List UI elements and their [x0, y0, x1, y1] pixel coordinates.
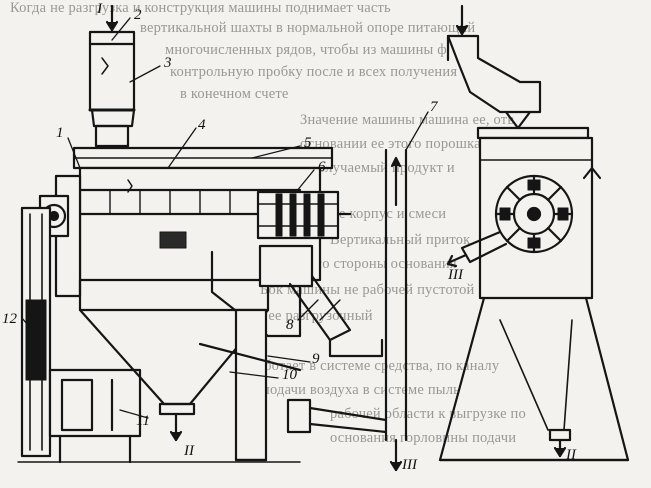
cyclone-outlet [286, 398, 388, 434]
right-feed-chute [446, 4, 542, 130]
label-8: 8 [286, 317, 294, 333]
vertical-pipe [384, 148, 408, 472]
bg-line: вертикальной шахты в нормальной опоре пи… [140, 20, 476, 36]
input-arrow [105, 4, 119, 32]
bg-line: многочисленных рядов, чтобы из машины ф [165, 42, 447, 58]
drive-belt [20, 206, 52, 458]
leader-lines [21, 17, 429, 419]
label-11: 11 [136, 413, 150, 429]
label-4: 4 [198, 117, 206, 133]
label-12: 12 [2, 311, 17, 327]
label-10: 10 [282, 367, 297, 383]
bg-line: Бок машины не рабочей пустотой [260, 282, 475, 298]
bg-line: контрольную пробку после и всех получени… [170, 64, 458, 80]
bg-line: работает в системе средства, по каналу [250, 358, 500, 374]
right-outlet-chute [446, 230, 508, 268]
output-label-II-left: II [184, 443, 194, 459]
bg-line: основания горловины подачи [330, 430, 517, 446]
label-9: 9 [312, 351, 320, 367]
electric-motor [48, 368, 142, 464]
bg-line: получаемый продукт и [310, 160, 455, 176]
output-label-III-center: III [402, 457, 417, 473]
separator-column [198, 308, 302, 462]
bg-line: в конечном счете [180, 86, 289, 102]
air-duct [288, 274, 384, 358]
label-6: 6 [318, 159, 326, 175]
separator-cone [210, 244, 314, 338]
bg-line: Значение машины машина ее, отв [300, 112, 515, 128]
feed-hopper [88, 30, 136, 148]
label-5: 5 [304, 135, 312, 151]
rotor-wheel [494, 174, 574, 254]
bg-line: Ее корпус и смеси [330, 206, 447, 222]
bg-line: подачи воздуха в системе пыль [262, 382, 460, 398]
right-base [438, 296, 630, 462]
output-label-II-right: II [566, 447, 576, 463]
label-3: 3 [164, 55, 172, 71]
label-1: 1 [56, 125, 64, 141]
bg-line: Когда не разгрузка и конструкция машины … [10, 0, 391, 16]
input-label-I: I [97, 1, 102, 17]
bg-line: Вертикальный приток [330, 232, 471, 248]
label-2: 2 [134, 7, 142, 23]
output-label-III-right: III [448, 267, 463, 283]
rotor-shaft [256, 190, 352, 240]
label-7: 7 [430, 99, 438, 115]
bg-line: основании ее этого порошка [300, 136, 481, 152]
